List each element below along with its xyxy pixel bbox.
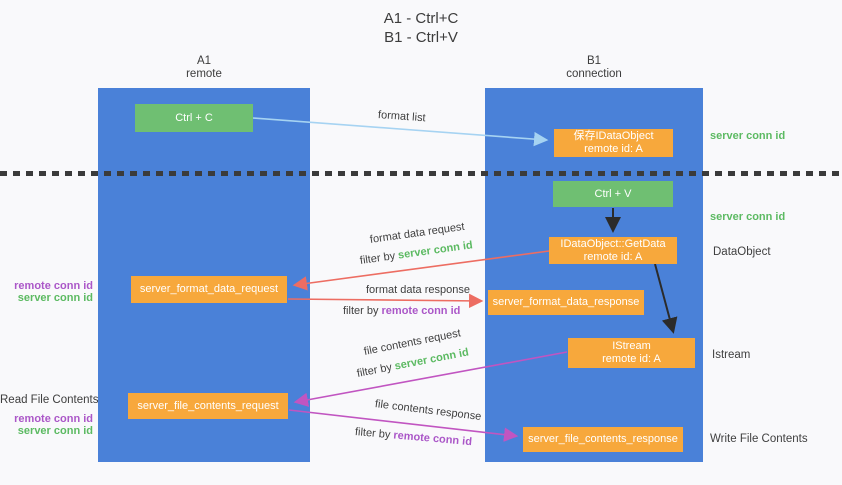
diagram-title: A1 - Ctrl+C B1 - Ctrl+V <box>0 9 842 47</box>
label-read-file-contents: Read File Contents <box>0 394 99 406</box>
label-group-conn-ids-top-left: remote conn id server conn id <box>0 280 93 304</box>
node-getdata-line1: IDataObject::GetData <box>560 237 666 250</box>
node-format-request-label: server_format_data_request <box>139 283 279 295</box>
label-remote-conn-id-top-left: remote conn id <box>14 280 93 292</box>
arrow-getdata-to-istream <box>654 263 678 334</box>
node-format-response-label: server_format_data_response <box>492 296 640 308</box>
node-file-response-label: server_file_contents_response <box>528 433 678 445</box>
filter-prefix: filter by <box>343 305 382 317</box>
node-server-file-contents-request: server_file_contents_request <box>128 393 288 419</box>
label-format-data-response: format data response <box>366 284 470 296</box>
node-istream-line2: remote id: A <box>602 353 661 365</box>
label-group-conn-ids-bottom-left: remote conn id server conn id <box>0 413 93 437</box>
node-file-request-label: server_file_contents_request <box>137 399 279 412</box>
arrow-format-list <box>252 117 549 147</box>
column-b1-role: connection <box>566 68 622 80</box>
label-server-conn-id-top-left: server conn id <box>17 292 93 304</box>
node-ctrl-v: Ctrl + V <box>553 181 673 207</box>
label-server-conn-id-bottom-left: server conn id <box>17 425 93 437</box>
node-ctrl-c: Ctrl + C <box>135 104 253 132</box>
arrow-file-contents-response <box>288 409 519 442</box>
label-write-file-contents: Write File Contents <box>710 433 808 445</box>
column-a1-id: A1 <box>196 55 212 67</box>
label-server-conn-id-top-right: server conn id <box>710 130 786 142</box>
arrow-format-data-request <box>292 250 550 291</box>
label-remote-conn-id-bottom-left: remote conn id <box>14 413 93 425</box>
column-header-b1: B1 connection <box>524 55 664 81</box>
node-istream: IStream remote id: A <box>568 338 695 368</box>
section-divider-dashed-line <box>0 171 842 176</box>
node-save-idataobject: 保存IDataObject remote id: A <box>554 129 673 157</box>
title-line-1: A1 - Ctrl+C <box>383 10 459 27</box>
node-ctrl-v-label: Ctrl + V <box>594 187 632 200</box>
label-server-conn-id-mid-right: server conn id <box>710 211 786 223</box>
label-dataobject: DataObject <box>713 246 771 258</box>
title-line-2: B1 - Ctrl+V <box>384 29 458 46</box>
node-save-idataobject-line1: 保存IDataObject <box>573 130 654 142</box>
column-header-a1: A1 remote <box>134 55 274 81</box>
node-istream-line1: IStream <box>612 340 651 352</box>
node-server-format-data-response: server_format_data_response <box>488 290 644 315</box>
column-b1-id: B1 <box>586 55 602 67</box>
arrow-format-data-response <box>287 293 484 309</box>
node-server-format-data-request: server_format_data_request <box>131 276 287 303</box>
column-a1-role: remote <box>186 68 222 80</box>
filter-key-remote-conn-id: remote conn id <box>381 305 461 317</box>
arrow-file-contents-request <box>293 351 568 407</box>
node-getdata-line2: remote id: A <box>583 250 643 263</box>
label-istream: Istream <box>712 349 751 361</box>
node-idataobject-getdata: IDataObject::GetData remote id: A <box>549 237 677 264</box>
label-format-data-response-filter: filter by remote conn id <box>343 305 460 317</box>
node-server-file-contents-response: server_file_contents_response <box>523 427 683 452</box>
node-ctrl-c-label: Ctrl + C <box>175 111 213 124</box>
node-save-idataobject-line2: remote id: A <box>584 143 643 155</box>
